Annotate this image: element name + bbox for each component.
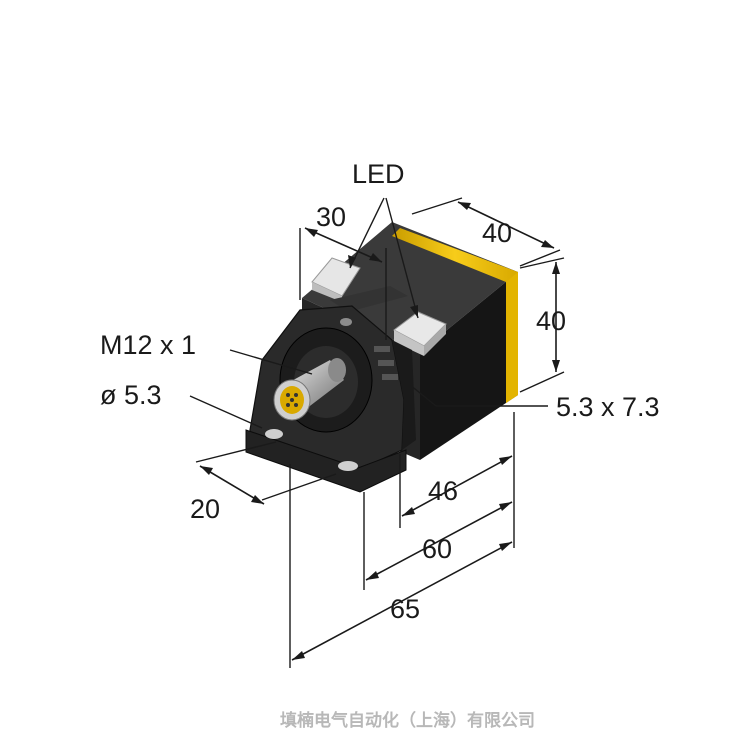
mounting-hole-right <box>338 461 358 471</box>
sensor-body <box>245 222 518 493</box>
company-caption: 填楠电气自动化（上海）有限公司 <box>280 710 535 731</box>
dim-40-side-label: 40 <box>536 306 566 336</box>
dimension-labels: LED 30 40 40 M12 x 1 ø 5.3 5.3 x 7.3 20 … <box>100 159 660 624</box>
dim-65-label: 65 <box>390 594 420 624</box>
hole-diameter-label: ø 5.3 <box>100 380 162 410</box>
dim-46-label: 46 <box>428 476 458 506</box>
slot-label: 5.3 x 7.3 <box>556 392 660 422</box>
dim-30-label: 30 <box>316 202 346 232</box>
mounting-hole-left <box>265 429 283 439</box>
thread-label: M12 x 1 <box>100 330 196 360</box>
m12-connector <box>273 327 373 433</box>
led-label: LED <box>352 159 405 189</box>
dim-60-label: 60 <box>422 534 452 564</box>
sensing-face <box>392 228 518 403</box>
dimension-lines <box>189 197 565 668</box>
sensor-side-face <box>420 272 518 460</box>
dim-40-top-label: 40 <box>482 218 512 248</box>
dim-20-label: 20 <box>190 494 220 524</box>
